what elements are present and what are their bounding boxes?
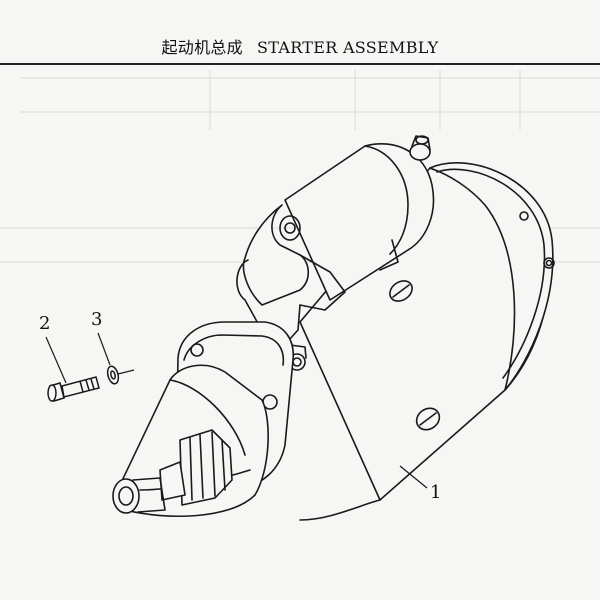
- page-title: 起动机总成 STARTER ASSEMBLY: [0, 34, 600, 58]
- solenoid-terminal-cap: [409, 143, 431, 161]
- header-divider: [0, 63, 600, 65]
- pinion-gear: [159, 429, 233, 506]
- flange-hole-icon: [190, 343, 204, 357]
- solenoid-body: [284, 143, 435, 301]
- bolt-part-2: [47, 376, 100, 402]
- drive-lever-housing: [242, 204, 310, 306]
- housing-slot-upper: [389, 280, 413, 302]
- callout-3: 3: [91, 309, 103, 330]
- title-chinese: 起动机总成: [161, 38, 243, 57]
- title-english: STARTER ASSEMBLY: [256, 38, 439, 57]
- end-cap-bolt-icon: [543, 257, 555, 269]
- callout-2: 2: [39, 313, 51, 334]
- starter-motor: [112, 135, 555, 521]
- leader-lines: [45, 332, 428, 489]
- housing-slot-lower: [415, 407, 441, 431]
- callout-1: 1: [430, 482, 442, 503]
- end-cap-bolt-icon: [519, 211, 529, 221]
- washer-part-3: [106, 365, 120, 385]
- shaft-end: [112, 478, 140, 514]
